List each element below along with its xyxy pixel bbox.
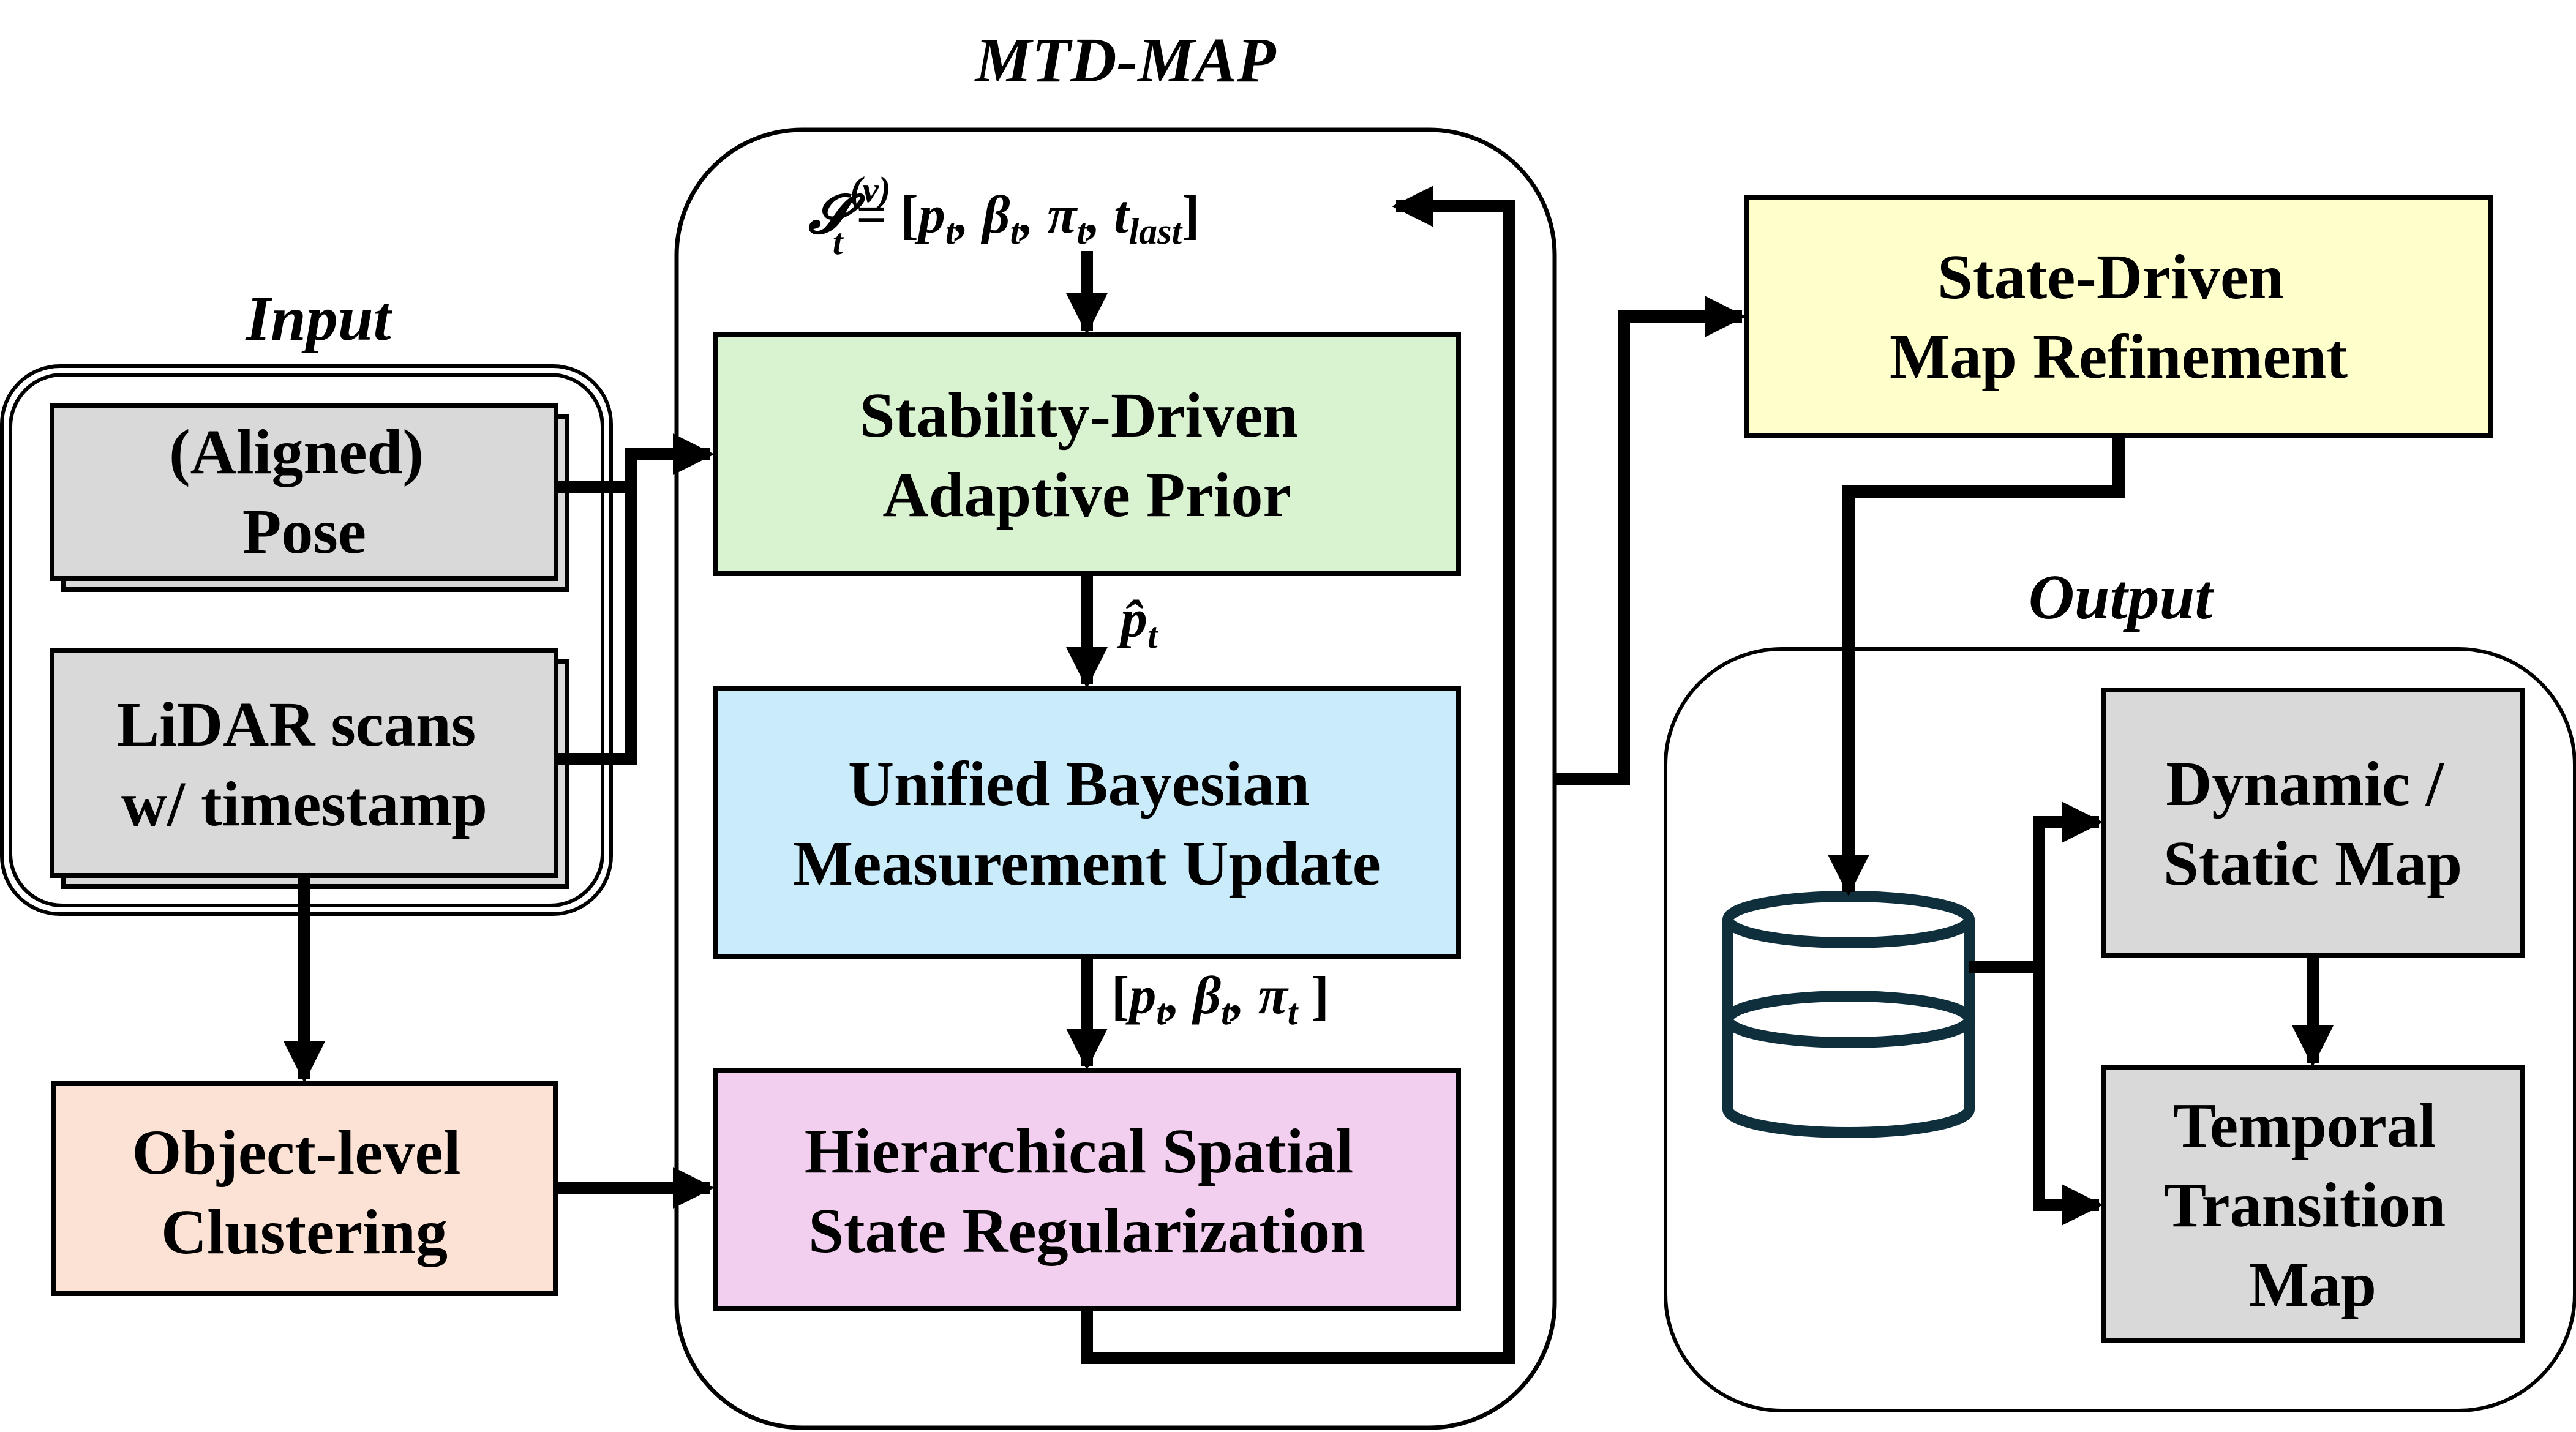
svg-text:Stability-Driven Adaptiv: Stability-Driven Adaptive Prior	[860, 380, 1314, 530]
arrow-database-to-transition	[2033, 967, 2103, 1226]
svg-text:Hierarchical Spatial Sta: Hierarchical Spatial State Regularizatio…	[805, 1116, 1369, 1266]
adaptive-prior-box: Stability-Driven Adaptive Prior	[713, 332, 1461, 576]
temporal-transition-map-box: Temporal Transition Map	[2101, 1065, 2525, 1343]
lidar-label-line2: w/ timestamp	[121, 769, 487, 839]
svg-text:Unified Bayesian Measure: Unified Bayesian Measurement Update	[793, 749, 1381, 899]
svg-text:State-Driven Map Refinem: State-Driven Map Refinement	[1890, 242, 2348, 392]
regularization-label-line1: Hierarchical Spatial	[805, 1116, 1353, 1186]
prior-output-label: p̂t	[1116, 590, 1159, 656]
lidar-input-box: LiDAR scans w/ timestamp	[50, 648, 569, 889]
map-refinement-label-line1: State-Driven	[1937, 242, 2284, 312]
svg-text:Dynamic / Static Map: Dynamic / Static Map	[2163, 749, 2462, 899]
bayesian-update-label-line2: Measurement Update	[793, 828, 1381, 899]
update-output-label: [pt, βt, πt ]	[1111, 966, 1329, 1032]
output-container	[1664, 647, 2576, 1412]
input-title: Input	[244, 283, 392, 354]
bayesian-update-box: Unified Bayesian Measurement Update	[713, 686, 1461, 959]
arrow-feedback-to-state	[1081, 185, 1515, 1364]
dynamic-static-map-box: Dynamic / Static Map	[2101, 688, 2525, 958]
temporal-transition-map-label-line2: Transition	[2164, 1170, 2446, 1240]
temporal-transition-map-label-line1: Temporal	[2173, 1090, 2436, 1161]
mtd-map-title: MTD-MAP	[974, 25, 1277, 96]
svg-text:(Aligned) Pose: (Aligned) Pose	[169, 417, 440, 567]
lidar-label-line1: LiDAR scans	[117, 689, 476, 760]
pose-label-line2: Pose	[242, 497, 366, 567]
arrow-lidar-to-prior	[558, 454, 637, 765]
regularization-label-line2: State Regularization	[808, 1196, 1365, 1266]
arrow-mtd-map-to-refinement	[1555, 295, 1746, 785]
clustering-box: Object-level Clustering	[51, 1081, 558, 1296]
temporal-transition-map-label-line3: Map	[2249, 1250, 2376, 1320]
output-title: Output	[2029, 562, 2215, 632]
dynamic-static-map-label-line2: Static Map	[2163, 828, 2462, 899]
map-refinement-box: State-Driven Map Refinement	[1744, 195, 2493, 438]
svg-text:Object-level Clustering: Object-level Clustering	[132, 1117, 476, 1267]
arrow-refinement-to-database	[1827, 436, 2125, 896]
bayesian-update-label-line1: Unified Bayesian	[848, 749, 1310, 819]
clustering-label-line2: Clustering	[161, 1197, 448, 1267]
arrow-database-to-dynamic-static	[1969, 801, 2103, 973]
connectors	[283, 185, 2334, 1364]
state-vector-formula: 𝓢(v)t = [pt, βt, πt, tlast]	[808, 170, 1200, 262]
database-icon	[1722, 891, 1975, 1138]
dynamic-static-map-label-line1: Dynamic /	[2166, 749, 2444, 819]
pose-input-box: (Aligned) Pose	[50, 403, 569, 592]
clustering-label-line1: Object-level	[132, 1117, 460, 1188]
adaptive-prior-label-line2: Adaptive Prior	[882, 460, 1291, 530]
map-refinement-label-line2: Map Refinement	[1890, 321, 2348, 392]
svg-text:LiDAR scans w/ timestamp: LiDAR scans w/ timestamp	[117, 689, 492, 839]
adaptive-prior-label-line1: Stability-Driven	[860, 380, 1298, 451]
svg-text:Temporal Transition: Temporal Transition Map	[2164, 1090, 2461, 1320]
pose-label-line1: (Aligned)	[169, 417, 424, 487]
regularization-box: Hierarchical Spatial State Regularizatio…	[713, 1068, 1461, 1311]
